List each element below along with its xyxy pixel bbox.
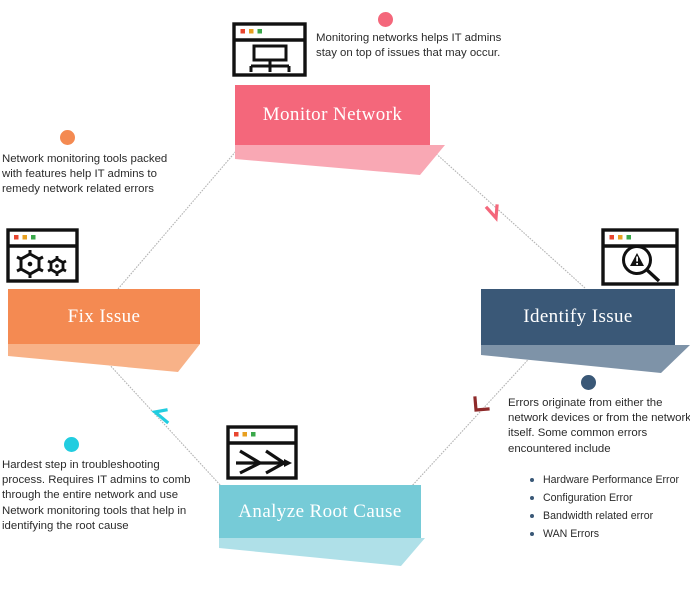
note-analyze-root-cause: Hardest step in troubleshooting process.…: [2, 458, 198, 534]
list-item: WAN Errors: [530, 525, 690, 543]
fix-issue-shadow: [8, 344, 200, 372]
stage-box-fix-issue[interactable]: Fix Issue: [8, 289, 200, 344]
list-item: Bandwidth related error: [530, 507, 690, 525]
note-identify-text: Errors originate from either the network…: [508, 397, 690, 455]
connector-monitor-identify: [431, 149, 586, 289]
note-monitor-network: Monitoring networks helps IT admins stay…: [316, 31, 508, 61]
stage-label-analyze-root-cause: Analyze Root Cause: [238, 500, 402, 522]
monitor-network-shadow: [235, 145, 445, 175]
stage-box-analyze-root-cause[interactable]: Analyze Root Cause: [219, 485, 421, 538]
arrow-identify-to-analyze: [473, 396, 490, 412]
stage-label-fix-issue: Fix Issue: [67, 305, 141, 327]
identify-error-list: Hardware Performance Error Configuration…: [508, 471, 690, 543]
note-fix-text: Network monitoring tools packed with fea…: [2, 153, 168, 196]
fishbone-diagram-window-icon: [226, 425, 298, 480]
stage-label-monitor-network: Monitor Network: [262, 104, 403, 125]
identify-note-dot: [581, 375, 596, 390]
stage-label-identify-issue: Identify Issue: [523, 306, 633, 327]
stage-box-monitor-network[interactable]: Monitor Network: [235, 85, 430, 145]
note-analyze-text: Hardest step in troubleshooting process.…: [2, 459, 191, 532]
analyze-root-cause-shadow: [219, 538, 425, 566]
network-topology-window-icon: [232, 22, 307, 77]
note-monitor-text: Monitoring networks helps IT admins stay…: [316, 32, 502, 60]
fix-note-dot: [60, 130, 75, 145]
list-item: Hardware Performance Error: [530, 471, 690, 489]
gears-window-icon: [6, 228, 79, 283]
list-item: Configuration Error: [530, 489, 690, 507]
analyze-note-dot: [64, 437, 79, 452]
note-fix-issue: Network monitoring tools packed with fea…: [2, 152, 172, 198]
stage-box-identify-issue[interactable]: Identify Issue: [481, 289, 675, 345]
arrow-monitor-to-identify: [484, 204, 499, 222]
identify-issue-shadow: [481, 345, 690, 373]
arrow-analyze-to-fix: [151, 408, 170, 425]
note-identify-issue: Errors originate from either the network…: [508, 396, 690, 543]
monitor-note-dot: [378, 12, 393, 27]
magnifier-warning-window-icon: [601, 228, 679, 286]
